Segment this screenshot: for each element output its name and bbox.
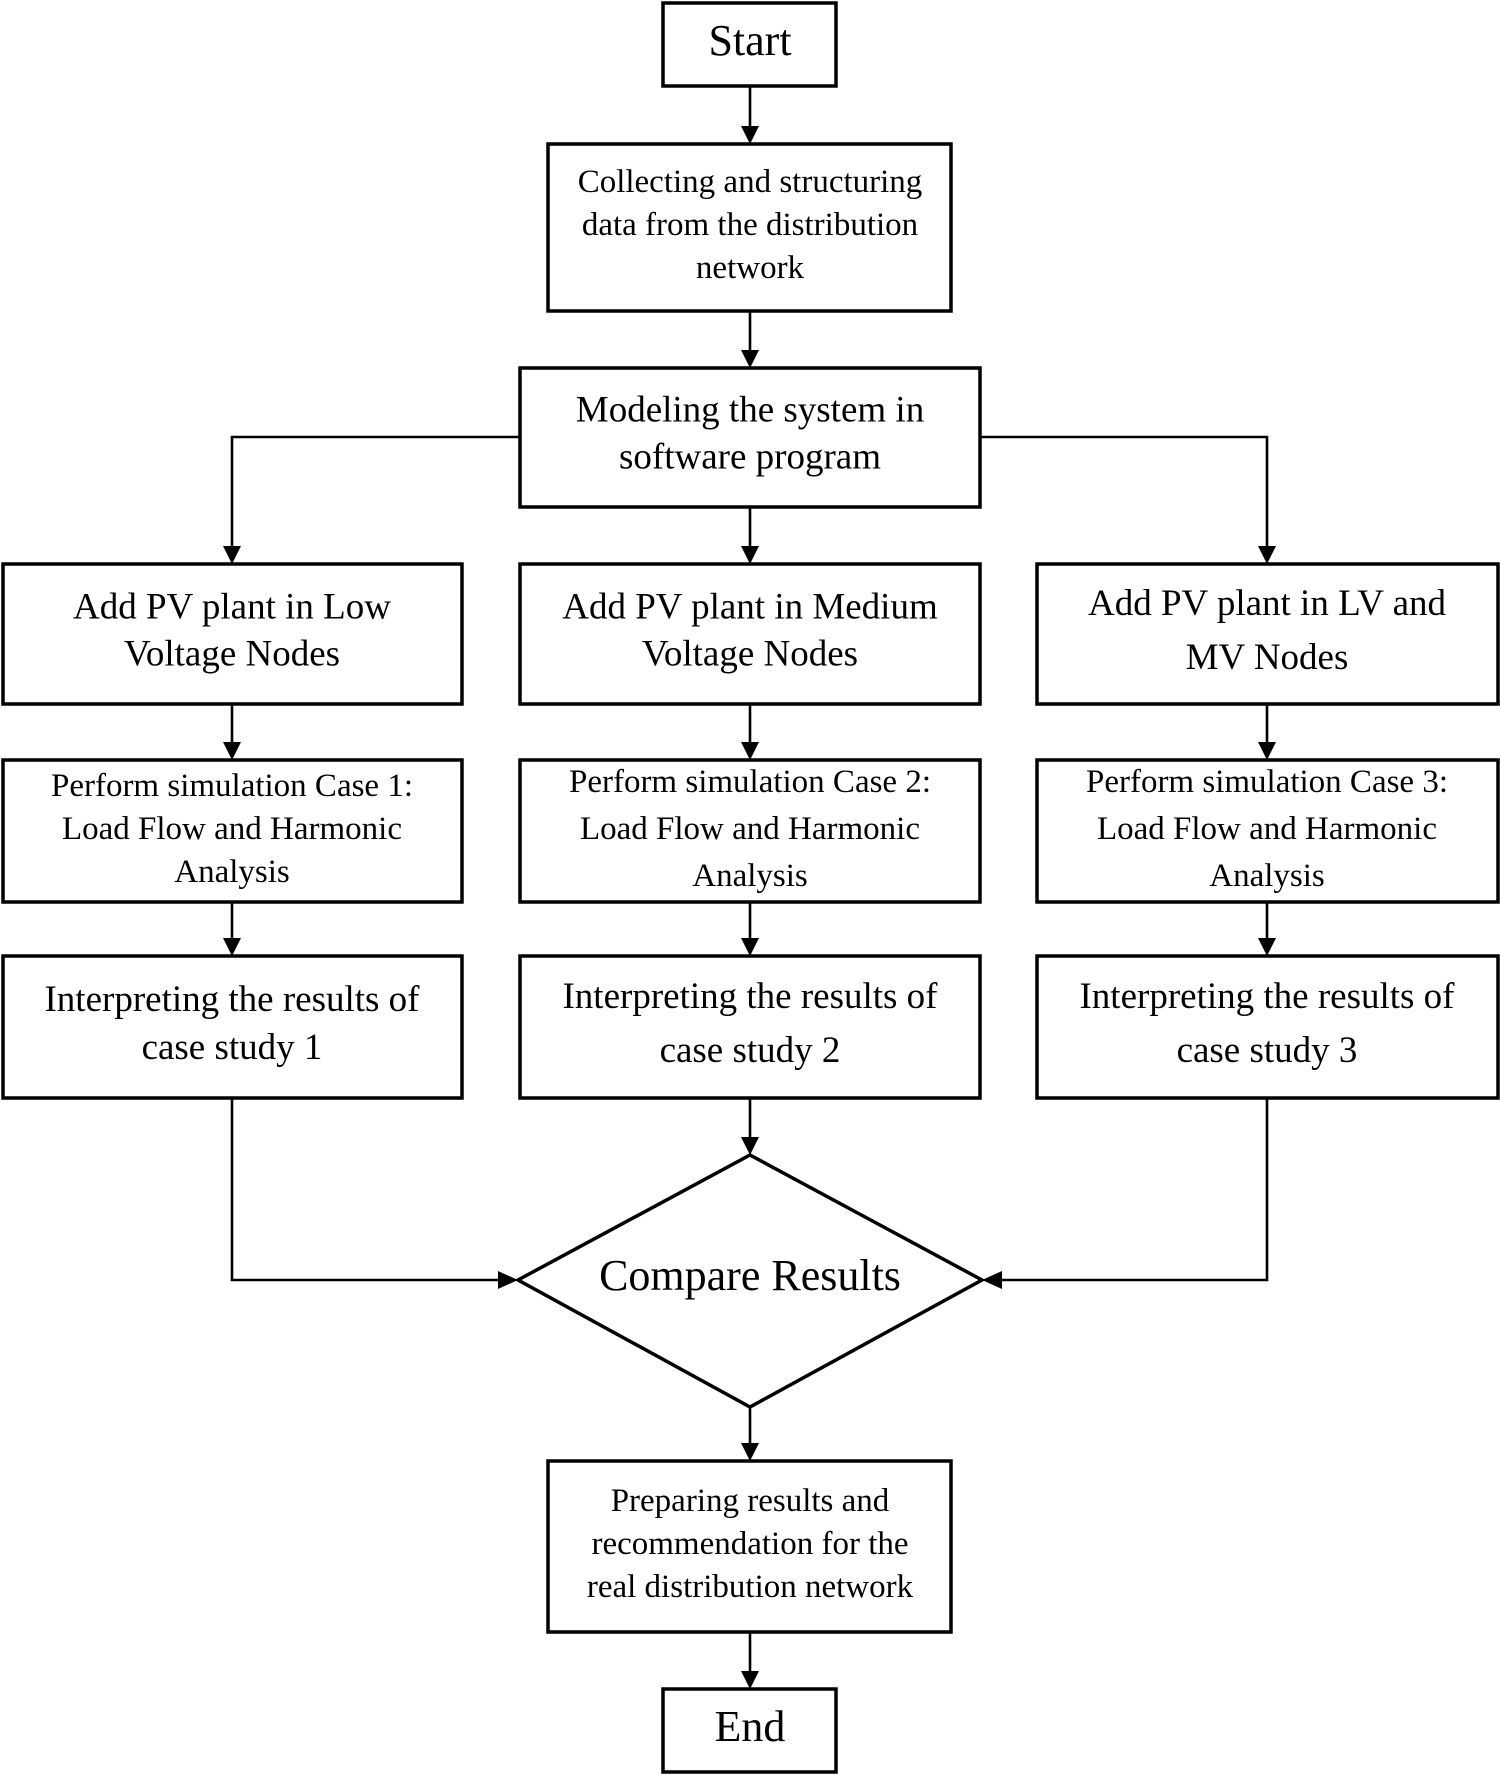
arrowhead-compare-top bbox=[741, 1137, 759, 1155]
node-prepare-results-label: Preparing results and recommendation for … bbox=[587, 1483, 914, 1605]
label-line: case study 3 bbox=[1177, 1030, 1358, 1071]
label-line: network bbox=[696, 250, 805, 286]
label-line: Add PV plant in Medium bbox=[562, 587, 938, 628]
node-interpret3: Interpreting the results of case study 3 bbox=[1035, 954, 1500, 1100]
arrowhead-pv-low bbox=[223, 546, 241, 564]
arrowhead-pv-lvmv bbox=[1258, 546, 1276, 564]
node-collect-data-label: Collecting and structuring data from the … bbox=[578, 164, 923, 286]
arrowhead-pv-medium bbox=[741, 546, 759, 564]
connector-interpret1-compare bbox=[230, 1098, 500, 1282]
node-end-label: End bbox=[715, 1702, 786, 1751]
label-line: Analysis bbox=[1209, 858, 1325, 894]
node-start: Start bbox=[661, 1, 838, 88]
connector-model-pv-low bbox=[230, 435, 520, 547]
arrowhead-interpret2 bbox=[741, 938, 759, 956]
node-compare-results-label: Compare Results bbox=[599, 1251, 901, 1300]
label-line: case study 2 bbox=[660, 1030, 841, 1071]
arrowhead-prepare bbox=[741, 1443, 759, 1461]
node-interpret2-label: Interpreting the results of case study 2 bbox=[562, 976, 938, 1071]
node-sim-case3-label: Perform simulation Case 3: Load Flow and … bbox=[1086, 764, 1448, 894]
label-line: Interpreting the results of bbox=[44, 979, 420, 1020]
connectors bbox=[230, 86, 1269, 1672]
node-interpret1: Interpreting the results of case study 1 bbox=[1, 954, 464, 1100]
node-sim-case2-label: Perform simulation Case 2: Load Flow and … bbox=[569, 764, 931, 894]
arrowhead-end bbox=[741, 1671, 759, 1689]
label-line: Interpreting the results of bbox=[1079, 976, 1455, 1017]
label-line: Voltage Nodes bbox=[124, 634, 340, 675]
label-line: Compare Results bbox=[599, 1251, 901, 1300]
label-line: Interpreting the results of bbox=[562, 976, 938, 1017]
label-line: Preparing results and bbox=[611, 1483, 890, 1519]
label-line: data from the distribution bbox=[582, 207, 918, 243]
label-line: recommendation for the bbox=[591, 1526, 908, 1562]
label-line: Load Flow and Harmonic bbox=[580, 811, 920, 847]
node-collect-data: Collecting and structuring data from the … bbox=[546, 142, 953, 313]
node-sim-case3: Perform simulation Case 3: Load Flow and … bbox=[1035, 758, 1500, 904]
label-line: Perform simulation Case 1: bbox=[51, 768, 413, 804]
node-pv-lvmv: Add PV plant in LV and MV Nodes bbox=[1035, 562, 1500, 706]
arrowhead-interpret1 bbox=[223, 938, 241, 956]
arrowheads bbox=[223, 126, 1276, 1689]
connector-interpret3-compare bbox=[1000, 1098, 1269, 1282]
node-model-system: Modeling the system in software program bbox=[518, 366, 982, 509]
node-interpret1-label: Interpreting the results of case study 1 bbox=[44, 979, 420, 1068]
label-line: Load Flow and Harmonic bbox=[62, 811, 402, 847]
node-model-system-label: Modeling the system in software program bbox=[576, 390, 924, 478]
label-line: case study 1 bbox=[142, 1027, 323, 1068]
connector-model-pv-lvmv bbox=[980, 435, 1269, 547]
arrowhead-interpret3 bbox=[1258, 938, 1276, 956]
label-line: software program bbox=[619, 437, 881, 478]
arrowhead-model bbox=[741, 350, 759, 368]
arrowhead-sim1 bbox=[223, 742, 241, 760]
label-line: Voltage Nodes bbox=[642, 634, 858, 675]
label-line: Modeling the system in bbox=[576, 390, 924, 431]
node-sim-case1-label: Perform simulation Case 1: Load Flow and … bbox=[51, 768, 413, 890]
label-line: Analysis bbox=[692, 858, 808, 894]
node-pv-lvmv-label: Add PV plant in LV and MV Nodes bbox=[1088, 583, 1447, 678]
label-line: Load Flow and Harmonic bbox=[1097, 811, 1437, 847]
label-line: End bbox=[715, 1702, 786, 1751]
arrowhead-compare-right bbox=[982, 1271, 1002, 1289]
node-end: End bbox=[661, 1687, 838, 1774]
label-line: Analysis bbox=[174, 854, 290, 890]
node-interpret3-label: Interpreting the results of case study 3 bbox=[1079, 976, 1455, 1071]
arrowhead-compare-left bbox=[498, 1271, 518, 1289]
node-interpret2: Interpreting the results of case study 2 bbox=[518, 954, 982, 1100]
label-line: Start bbox=[708, 16, 791, 65]
label-line: real distribution network bbox=[587, 1569, 914, 1605]
label-line: Perform simulation Case 2: bbox=[569, 764, 931, 800]
label-line: Add PV plant in Low bbox=[73, 587, 391, 628]
arrowhead-collect bbox=[741, 126, 759, 144]
label-line: Collecting and structuring bbox=[578, 164, 923, 200]
node-compare-results: Compare Results bbox=[514, 1153, 986, 1409]
arrowhead-sim3 bbox=[1258, 742, 1276, 760]
node-sim-case1: Perform simulation Case 1: Load Flow and … bbox=[1, 758, 464, 904]
arrowhead-sim2 bbox=[741, 742, 759, 760]
node-start-label: Start bbox=[708, 16, 791, 65]
node-sim-case2: Perform simulation Case 2: Load Flow and … bbox=[518, 758, 982, 904]
node-prepare-results: Preparing results and recommendation for … bbox=[546, 1459, 953, 1634]
label-line: MV Nodes bbox=[1186, 637, 1349, 678]
label-line: Add PV plant in LV and bbox=[1088, 583, 1447, 624]
label-line: Perform simulation Case 3: bbox=[1086, 764, 1448, 800]
